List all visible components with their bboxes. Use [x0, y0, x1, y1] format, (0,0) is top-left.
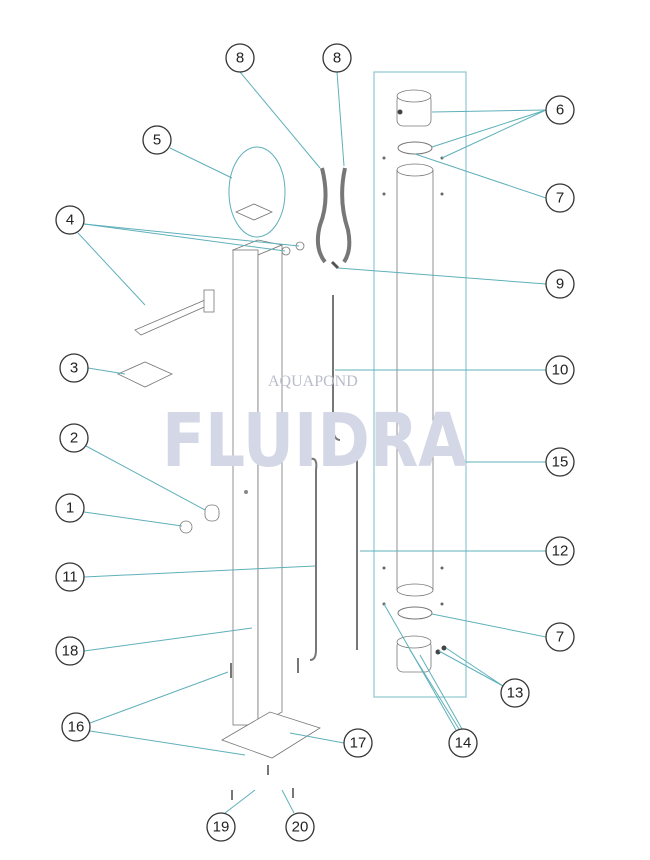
- callout-9: 9: [545, 269, 575, 299]
- callout-4: 4: [55, 205, 85, 235]
- pipe-10: [332, 295, 341, 441]
- callout-6: 6: [545, 95, 575, 125]
- leader-lines: [77, 71, 547, 814]
- svg-text:7: 7: [556, 190, 564, 207]
- svg-text:9: 9: [556, 276, 564, 293]
- o-ring-top: [397, 141, 433, 155]
- svg-text:7: 7: [556, 629, 564, 646]
- callout-16: 16: [61, 712, 91, 742]
- svg-text:11: 11: [62, 569, 78, 586]
- svg-text:17: 17: [350, 735, 367, 752]
- shower-arm-part: [134, 241, 305, 336]
- callout-8b: 8: [322, 43, 352, 73]
- svg-text:14: 14: [455, 735, 472, 752]
- svg-text:15: 15: [552, 454, 569, 471]
- watermark: FLUIDRA AQUAPOND: [162, 373, 467, 484]
- callout-15: 15: [545, 447, 575, 477]
- svg-text:3: 3: [70, 360, 78, 377]
- svg-text:8: 8: [333, 50, 341, 67]
- hose-8a: [315, 167, 328, 264]
- watermark-sub-text: AQUAPOND: [268, 373, 358, 390]
- callout-14: 14: [448, 728, 478, 758]
- valve-part: [179, 504, 220, 534]
- main-post-part: [231, 239, 284, 726]
- callout-2: 2: [59, 423, 89, 453]
- o-ring-bottom: [397, 606, 433, 620]
- callout-17: 17: [343, 728, 373, 758]
- top-cap-part: [396, 89, 432, 127]
- bottom-cap-part: [396, 635, 447, 673]
- svg-text:20: 20: [292, 819, 309, 836]
- svg-text:6: 6: [556, 102, 564, 119]
- pipe-11: [307, 457, 318, 661]
- svg-text:8: 8: [236, 50, 244, 67]
- svg-text:1: 1: [66, 500, 74, 517]
- callout-1: 1: [55, 493, 85, 523]
- assembly-frame: [373, 71, 467, 698]
- callout-10: 10: [545, 355, 575, 385]
- svg-text:13: 13: [507, 685, 524, 702]
- callout-20: 20: [285, 812, 315, 842]
- callout-8a: 8: [225, 43, 255, 73]
- callout-7a: 7: [545, 183, 575, 213]
- callout-7b: 7: [545, 622, 575, 652]
- tube-part: [396, 163, 434, 597]
- shower-head-part: [117, 361, 173, 388]
- hose-8b: [340, 167, 352, 264]
- svg-text:2: 2: [70, 430, 78, 447]
- svg-text:5: 5: [153, 132, 161, 149]
- svg-text:4: 4: [66, 212, 74, 229]
- svg-text:16: 16: [68, 719, 85, 736]
- svg-text:18: 18: [62, 643, 79, 660]
- svg-text:19: 19: [213, 819, 230, 836]
- watermark-text: FLUIDRA: [162, 398, 467, 484]
- callout-11: 11: [55, 562, 85, 592]
- callout-13: 13: [500, 678, 530, 708]
- svg-text:10: 10: [552, 362, 569, 379]
- callout-19: 19: [206, 812, 236, 842]
- callout-18: 18: [55, 636, 85, 666]
- svg-text:12: 12: [552, 543, 569, 560]
- callout-12: 12: [545, 536, 575, 566]
- callout-3: 3: [59, 353, 89, 383]
- callout-5: 5: [142, 125, 172, 155]
- base-plate-part: [221, 711, 321, 759]
- detail-5: [228, 146, 286, 238]
